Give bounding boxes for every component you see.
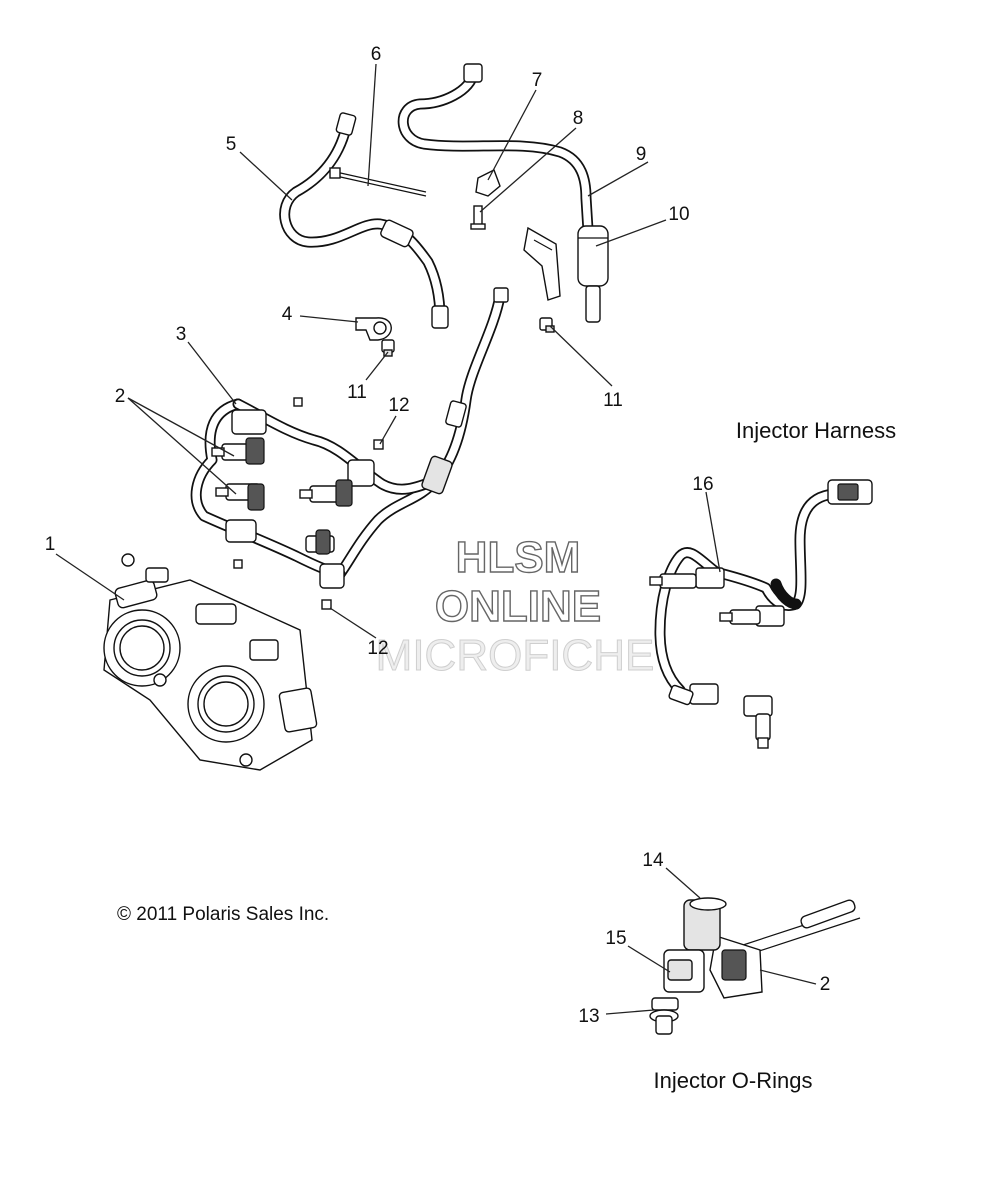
callout-6: 6 — [371, 44, 382, 65]
fuel-line-9 — [397, 63, 594, 236]
harness-injector-d — [755, 713, 771, 749]
injector-2-b — [215, 483, 265, 511]
pin-8 — [470, 205, 486, 230]
callout-10: 10 — [668, 204, 689, 225]
bolt-11-a — [381, 339, 395, 357]
callout-11-a: 11 — [347, 382, 367, 403]
injector-orings-title: Injector O-Rings — [654, 1068, 813, 1093]
callout-12-a: 12 — [388, 395, 409, 416]
callout-16: 16 — [692, 474, 713, 495]
copyright-text: © 2011 Polaris Sales Inc. — [117, 904, 329, 925]
callout-7: 7 — [532, 70, 543, 91]
callout-15: 15 — [605, 928, 626, 949]
callout-9: 9 — [636, 144, 647, 165]
callout-13: 13 — [578, 1006, 599, 1027]
callout-labels: 1 2 3 4 5 6 7 8 9 10 11 11 12 12 16 14 1… — [45, 44, 831, 1027]
small-bolts — [233, 397, 303, 569]
callout-5: 5 — [226, 134, 237, 155]
harness-injector-a — [649, 573, 697, 589]
injector-rail-d — [305, 529, 335, 555]
callout-12-b: 12 — [367, 638, 388, 659]
fuel-filter-10 — [523, 225, 609, 323]
callout-8: 8 — [573, 108, 584, 129]
bolt-12-a — [373, 439, 384, 450]
watermark-line2: ONLINE — [435, 582, 601, 631]
harness-injector-c — [668, 684, 694, 706]
callout-2-b: 2 — [820, 974, 831, 995]
watermark-line3: MICROFICHE — [376, 631, 655, 680]
injector-2-a — [211, 437, 265, 465]
callout-1: 1 — [45, 534, 56, 555]
callout-2-a: 2 — [115, 386, 126, 407]
fuel-line-5 — [279, 112, 449, 329]
tie-strap-6 — [329, 167, 427, 197]
bolt-11-b — [539, 317, 555, 333]
injector-harness-title: Injector Harness — [736, 418, 896, 443]
harness-injector-b — [719, 609, 761, 625]
clip-7 — [475, 169, 501, 197]
watermark: MICROFICHE HLSM ONLINE — [375, 532, 655, 680]
watermark-line1: HLSM — [456, 533, 581, 582]
injector-harness-16 — [654, 479, 873, 717]
fuel-rail-3 — [190, 287, 509, 589]
callout-11-b: 11 — [603, 390, 623, 411]
callout-3: 3 — [176, 324, 187, 345]
bolt-12-b — [321, 599, 332, 610]
injector-rail-c — [299, 479, 353, 507]
leader-lines — [55, 63, 817, 1015]
injector-orings-detail — [649, 897, 861, 1035]
clamp-4 — [355, 317, 392, 341]
callout-14: 14 — [642, 850, 664, 871]
throttle-body-1 — [103, 553, 318, 771]
callout-4: 4 — [282, 304, 293, 325]
